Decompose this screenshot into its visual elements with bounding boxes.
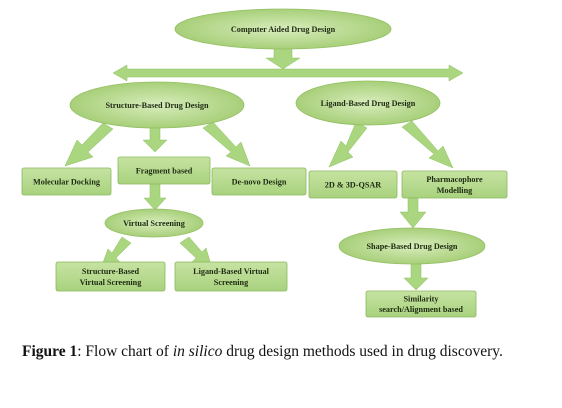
caption-label: Figure 1: [22, 343, 78, 360]
label-lbvs-line2: Screening: [214, 278, 249, 287]
node-2d-3d-qsar: 2D & 3D-QSAR: [308, 170, 398, 199]
arrow-to-shape-based: [399, 196, 427, 229]
label-pharmacophore-line1: Pharmacophore: [426, 175, 483, 184]
label-de-novo-design: De-novo Design: [232, 178, 287, 187]
label-structure-based-drug-design: Structure-Based Drug Design: [105, 101, 209, 110]
label-similarity-line1: Similarity: [403, 295, 439, 304]
node-ligand-based-virtual-screening: Ligand-Based Virtual Screening: [174, 261, 288, 292]
arrow-to-pharmacophore: [401, 120, 454, 169]
node-ligand-based-drug-design: Ligand-Based Drug Design: [295, 80, 441, 126]
caption-italic: in silico: [172, 343, 223, 360]
node-fragment-based: Fragment based: [117, 156, 211, 185]
label-pharmacophore-line2: Modelling: [437, 186, 473, 195]
node-pharmacophore-modelling: Pharmacophore Modelling: [401, 170, 508, 199]
arrow-to-qsar: [328, 121, 368, 168]
label-ligand-based-drug-design: Ligand-Based Drug Design: [321, 99, 416, 108]
arrow-to-similarity: [403, 263, 429, 291]
label-shape-based-drug-design: Shape-Based Drug Design: [367, 242, 458, 251]
node-similarity-search: Similarity search/Alignment based: [365, 290, 477, 318]
node-computer-aided-drug-design: Computer Aided Drug Design: [174, 8, 392, 50]
arrow-horizontal-double: [112, 64, 464, 82]
label-lbvs-line1: Ligand-Based Virtual: [193, 267, 269, 276]
arrow-root-down: [265, 47, 301, 70]
caption-text-part1: : Flow chart of: [77, 343, 173, 360]
arrow-to-molecular-docking: [64, 122, 114, 167]
label-similarity-line2: search/Alignment based: [379, 305, 463, 314]
node-molecular-docking: Molecular Docking: [21, 167, 112, 196]
arrow-to-ligand-based-vs: [179, 236, 213, 269]
label-virtual-screening: Virtual Screening: [123, 219, 186, 228]
node-de-novo-design: De-novo Design: [211, 167, 307, 196]
label-2d-3d-qsar: 2D & 3D-QSAR: [325, 181, 381, 190]
caption-text-part2: drug design methods used in drug discove…: [222, 343, 503, 360]
node-virtual-screening: Virtual Screening: [104, 208, 204, 238]
label-molecular-docking: Molecular Docking: [33, 178, 101, 187]
figure-caption: Figure 1: Flow chart of in silico drug d…: [22, 340, 542, 363]
label-sbvs-line2: Virtual Screening: [80, 278, 143, 287]
label-fragment-based: Fragment based: [136, 167, 193, 176]
label-computer-aided-drug-design: Computer Aided Drug Design: [231, 25, 336, 34]
arrow-to-virtual-screening: [143, 181, 167, 211]
node-shape-based-drug-design: Shape-Based Drug Design: [338, 227, 486, 265]
node-structure-based-virtual-screening: Structure-Based Virtual Screening: [55, 261, 166, 292]
arrow-to-fragment-based: [142, 126, 168, 153]
label-sbvs-line1: Structure-Based: [82, 267, 140, 276]
arrow-to-de-novo: [202, 121, 251, 167]
node-structure-based-drug-design: Structure-Based Drug Design: [69, 81, 245, 129]
